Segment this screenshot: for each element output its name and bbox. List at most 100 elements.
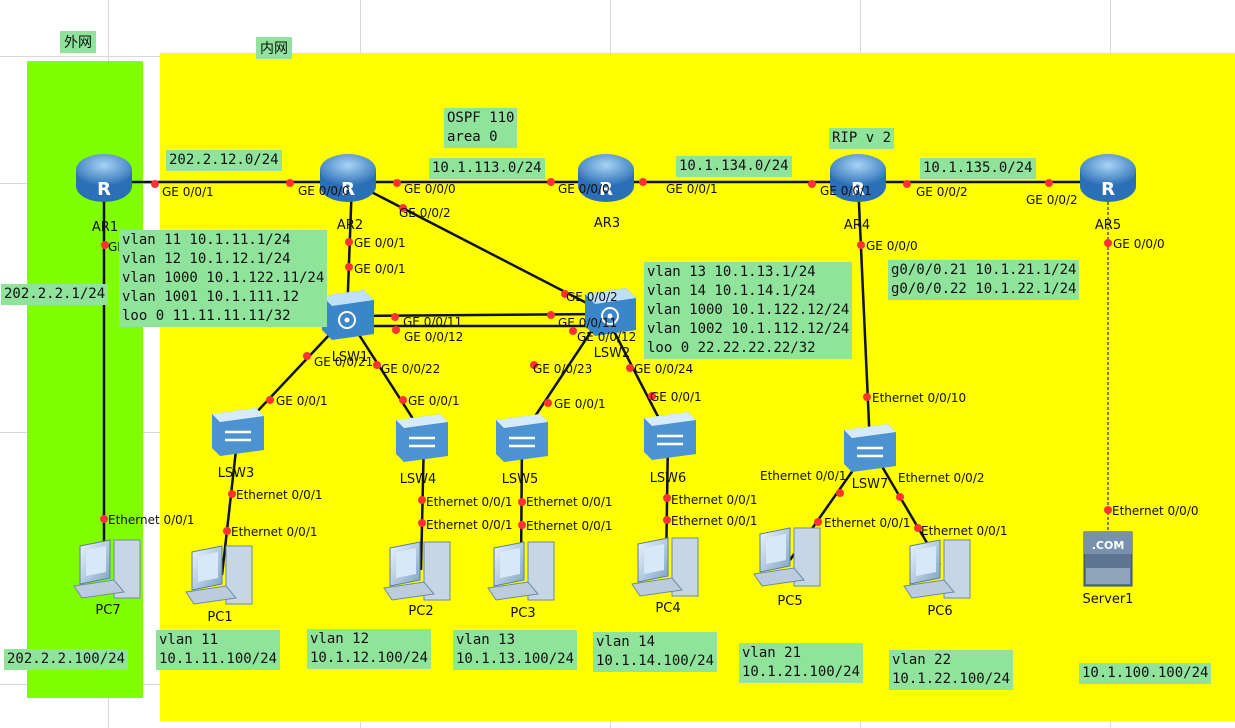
- core-switch-lsw2-icon: [585, 288, 636, 336]
- pc4-icon: [631, 537, 699, 597]
- pc1-label: PC1: [207, 610, 233, 625]
- port-label: Ethernet 0/0/1: [671, 493, 758, 507]
- server1-address-label: 10.1.100.100/24: [1079, 663, 1212, 684]
- subnet-ar4-ar5-label: 10.1.135.0/24: [920, 158, 1036, 179]
- ar3-label: AR3: [593, 216, 621, 231]
- pc5-label: PC5: [777, 594, 803, 609]
- port-label: Ethernet 0/0/0: [1112, 504, 1199, 518]
- port-label: Ethernet 0/0/1: [231, 525, 318, 539]
- lsw2-config-note: vlan 13 10.1.13.1/24 vlan 14 10.1.14.1/2…: [644, 262, 853, 359]
- switch-lsw6-icon: [644, 412, 696, 460]
- router-ar3-icon: R: [578, 154, 634, 202]
- ar4-label: AR4: [843, 218, 871, 233]
- server1-icon: .COM: [1083, 531, 1133, 587]
- port-label: GE 0/0/1: [554, 397, 606, 411]
- port-label: Ethernet 0/0/1: [526, 495, 613, 509]
- port-label: GE 0/0/1: [162, 185, 214, 199]
- core-switch-lsw1-icon: [322, 290, 374, 340]
- switch-lsw3-icon: [212, 408, 264, 456]
- outer-network-label: 外网: [60, 31, 96, 53]
- server1-label: Server1: [1082, 592, 1134, 607]
- port-label: GE 0/0/1: [276, 394, 328, 408]
- port-label: GE 0/0/0: [298, 184, 350, 198]
- pc6-icon: [903, 539, 971, 599]
- lsw3-label: LSW3: [217, 466, 255, 481]
- port-label: Ethernet 0/0/1: [671, 514, 758, 528]
- port-label: GE 0/0/1: [354, 236, 406, 250]
- pc4-config-note: vlan 14 10.1.14.100/24: [593, 632, 718, 672]
- link-lsw1-lsw2-11: [346, 312, 605, 318]
- port-label: Ethernet 0/0/1: [824, 516, 911, 530]
- pc3-config-note: vlan 13 10.1.13.100/24: [453, 630, 578, 670]
- port-label: GE 0/0/1: [354, 262, 406, 276]
- port-label: Ethernet 0/0/10: [872, 391, 967, 405]
- pc2-config-note: vlan 12 10.1.12.100/24: [307, 629, 432, 669]
- pc2-label: PC2: [408, 604, 434, 619]
- port-label: GE 0/0/11: [403, 315, 463, 329]
- switch-lsw7-icon: [844, 424, 896, 472]
- link-ar2-lsw2: [351, 180, 605, 314]
- port-label: Ethernet 0/0/1: [921, 524, 1008, 538]
- link-ar4-lsw7: [856, 181, 872, 447]
- lsw7-label: LSW7: [851, 477, 889, 492]
- pc1-icon: [185, 545, 253, 605]
- ar5-label: AR5: [1094, 218, 1122, 233]
- port-label: GE 0/0/12: [404, 330, 464, 344]
- port-label: Ethernet 0/0/1: [108, 513, 195, 527]
- pc7-address-label: 202.2.2.100/24: [4, 649, 129, 670]
- router-ar4-icon: R: [830, 154, 886, 202]
- port-label: GE 0/0/0: [866, 239, 918, 253]
- port-label: GE 0/0/21: [314, 355, 374, 369]
- pc7-icon: [73, 539, 141, 599]
- port-label: GE 0/0/0: [558, 182, 610, 196]
- switch-lsw4-icon: [396, 414, 448, 462]
- router-ar1-icon: R: [76, 154, 132, 202]
- router-ar2-icon: R: [320, 154, 376, 202]
- subnet-ar3-ar4-label: 10.1.134.0/24: [676, 156, 792, 177]
- router-ar5-icon: R: [1080, 154, 1136, 202]
- pc3-label: PC3: [510, 606, 536, 621]
- port-label: GE 0/0/0: [1113, 237, 1165, 251]
- ar1-address-label: 202.2.2.1/24: [1, 284, 109, 305]
- port-label: GE 0/0/12: [577, 330, 637, 344]
- port-label: GE 0/0/2: [916, 185, 968, 199]
- pc4-label: PC4: [655, 601, 681, 616]
- port-label: Ethernet 0/0/1: [426, 495, 513, 509]
- pc6-label: PC6: [927, 604, 953, 619]
- lsw5-label: LSW5: [501, 472, 539, 487]
- svg-text:R: R: [97, 179, 111, 200]
- inner-network-label: 内网: [256, 37, 292, 59]
- subnet-ar2-ar3-label: 10.1.113.0/24: [429, 158, 545, 179]
- link-lsw3-pc1: [220, 431, 240, 576]
- port-label: GE 0/0/24: [634, 362, 694, 376]
- pc7-label: PC7: [95, 603, 121, 618]
- svg-text:R: R: [599, 179, 613, 200]
- lsw6-label: LSW6: [649, 471, 687, 486]
- subnet-ar1-ar2-label: 202.2.12.0/24: [166, 150, 282, 171]
- port-label: Ethernet 0/0/1: [526, 519, 613, 533]
- lsw2-label: LSW2: [593, 346, 631, 361]
- port-label: GE 0/0/1: [650, 390, 702, 404]
- switch-lsw5-icon: [496, 414, 548, 462]
- pc6-config-note: vlan 22 10.1.22.100/24: [889, 650, 1014, 690]
- svg-text:R: R: [341, 179, 355, 200]
- port-label: GE 0/0/2: [1026, 193, 1078, 207]
- port-label: GE 0/0/1: [408, 394, 460, 408]
- port-label: GE 0/0/0: [404, 182, 456, 196]
- svg-text:R: R: [1101, 179, 1115, 200]
- port-label: GE 0/0/11: [558, 316, 618, 330]
- port-label: GE 0/0/1: [666, 182, 718, 196]
- ar1-label: AR1: [91, 220, 119, 235]
- rip-note: RIP v 2: [829, 128, 895, 149]
- port-label: Ethernet 0/0/2: [898, 471, 985, 485]
- pc3-icon: [487, 541, 555, 601]
- port-label: Ethernet 0/0/1: [760, 469, 847, 483]
- lsw1-config-note: vlan 11 10.1.11.1/24 vlan 12 10.1.12.1/2…: [119, 230, 328, 327]
- lsw4-label: LSW4: [399, 472, 437, 487]
- lsw1-label: LSW1: [331, 350, 369, 365]
- pc5-config-note: vlan 21 10.1.21.100/24: [739, 643, 864, 683]
- port-label: GE 0/0/1: [820, 184, 872, 198]
- port-label: GE 0/0/22: [381, 362, 441, 376]
- pc2-icon: [383, 541, 451, 601]
